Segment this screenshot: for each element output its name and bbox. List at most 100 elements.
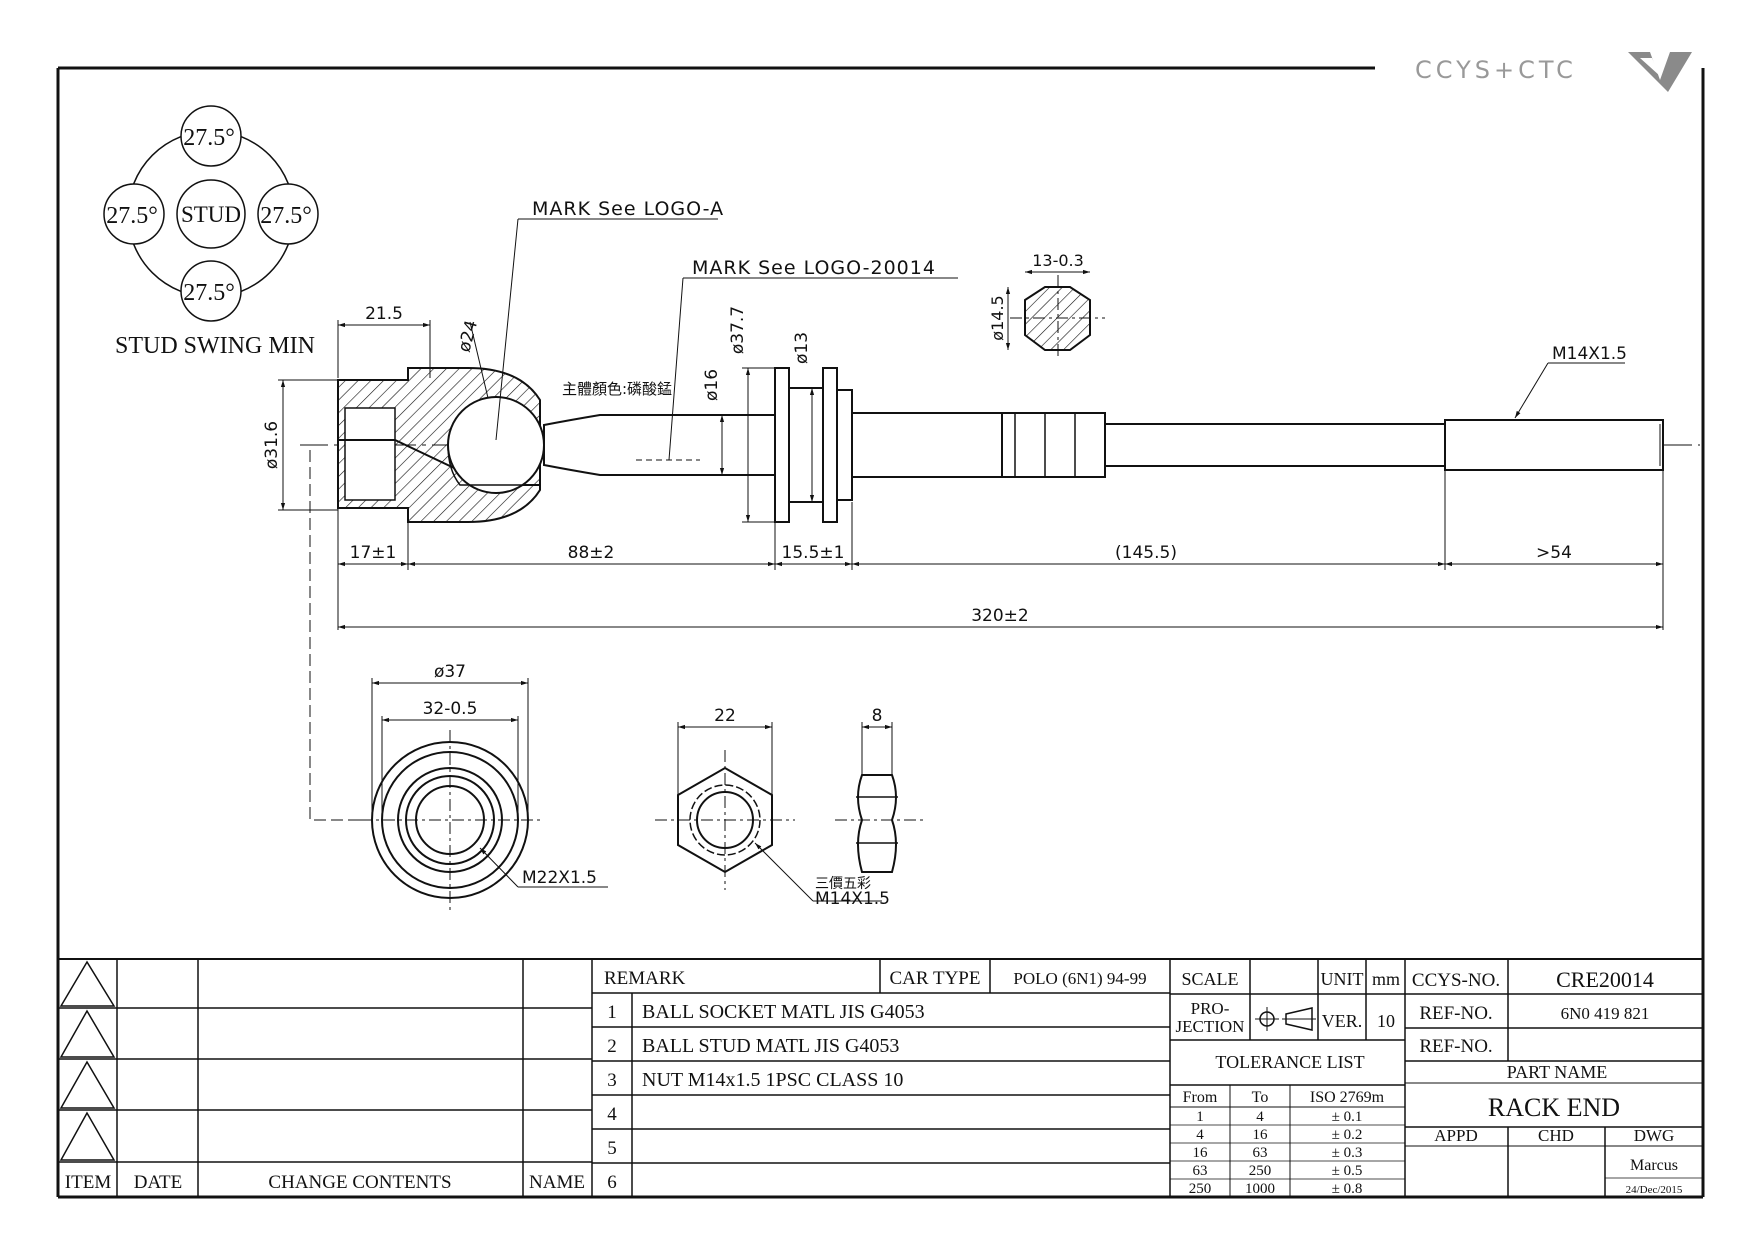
tolerance-header-std: ISO 2769m (1310, 1089, 1385, 1106)
part-name-label: PART NAME (1507, 1062, 1607, 1082)
dim-seg-4: (145.5) (1115, 543, 1177, 563)
tolerance-value: ± 0.5 (1332, 1163, 1363, 1179)
projection-label-1: PRO- (1191, 999, 1230, 1018)
ball-stud-ball (447, 396, 545, 494)
appd-label: APPD (1434, 1126, 1477, 1145)
dim-socket-dia: ø31.6 (262, 421, 282, 469)
nut-side-view: 8 (835, 706, 925, 873)
dim-seg-3: 15.5±1 (782, 543, 845, 563)
revision-triangle-icon (59, 1111, 116, 1161)
callout-thread-right: M14X1.5 (1552, 344, 1627, 364)
ver-label: VER. (1322, 1011, 1363, 1031)
threaded-end (1444, 419, 1664, 471)
dim-nut-width: 22 (714, 706, 736, 726)
projection-label-2: JECTION (1176, 1017, 1245, 1036)
remark-no: 2 (607, 1036, 617, 1057)
tolerance-to: 16 (1253, 1127, 1269, 1143)
hex-section-view: 13-0.3 ø14.5 (988, 251, 1105, 360)
remark-text: BALL STUD MATL JIS G4053 (642, 1035, 899, 1057)
nut-flange-right (822, 367, 838, 523)
stud-swing-diagram: 27.5° 27.5° 27.5° 27.5° STUD STUD SWING … (103, 105, 319, 359)
dim-end-inner-dia: 32-0.5 (423, 699, 478, 719)
callout-nut-marking: 三價五彩 (815, 875, 871, 892)
tolerance-header-to: To (1252, 1089, 1269, 1106)
dim-nut-thickness: 8 (872, 706, 883, 726)
ref-no-value: 6N0 419 821 (1561, 1004, 1650, 1023)
tolerance-to: 250 (1249, 1163, 1272, 1179)
dim-hex-width: 13-0.3 (1032, 251, 1084, 270)
car-type-value: POLO (6N1) 94-99 (1013, 969, 1146, 988)
ref-no-2-label: REF-NO. (1419, 1036, 1492, 1057)
swing-angle-left: 27.5° (106, 203, 158, 229)
dim-ball-dia: ø24 (455, 318, 483, 354)
unit-label: UNIT (1321, 969, 1364, 989)
swing-angle-bottom: 27.5° (183, 280, 235, 306)
dwg-by: Marcus (1630, 1157, 1678, 1174)
tolerance-to: 1000 (1245, 1181, 1275, 1197)
tolerance-header-from: From (1183, 1089, 1218, 1106)
stud-swing-caption: STUD SWING MIN (115, 333, 315, 359)
dim-collar-dia: ø37.7 (728, 306, 748, 354)
header-date: DATE (134, 1172, 183, 1193)
dim-seg-5: >54 (1536, 543, 1572, 563)
spec-block: SCALE UNIT mm PRO- JECTION VER. 10 TOLER… (1170, 959, 1406, 1197)
rack-shaft (851, 412, 1003, 478)
callout-body-color: 主體顏色:磷酸錳 (562, 380, 672, 398)
tolerance-to: 63 (1253, 1145, 1268, 1161)
tolerance-to: 4 (1256, 1109, 1264, 1125)
remark-label: REMARK (604, 968, 686, 989)
tolerance-title: TOLERANCE LIST (1215, 1052, 1364, 1072)
swing-center-label: STUD (181, 202, 241, 227)
ref-no-label: REF-NO. (1419, 1003, 1492, 1024)
brand-mark-icon (1628, 52, 1692, 92)
dim-socket-length: 21.5 (365, 304, 403, 324)
header-change-contents: CHANGE CONTENTS (268, 1172, 451, 1193)
ccys-no-value: CRE20014 (1556, 967, 1654, 992)
unit-value: mm (1372, 969, 1400, 989)
remarks-table: REMARK CAR TYPE POLO (6N1) 94-99 1 BALL … (592, 959, 1171, 1197)
tolerance-from: 1 (1196, 1109, 1204, 1125)
header-name: NAME (529, 1172, 585, 1193)
callout-mark-logo-20014: MARK See LOGO-20014 (692, 257, 936, 279)
remark-no: 6 (607, 1172, 617, 1193)
ver-value: 10 (1377, 1011, 1395, 1031)
swing-angle-top: 27.5° (183, 125, 235, 151)
revision-triangle-icon (59, 960, 116, 1007)
callout-socket-thread: M22X1.5 (522, 868, 597, 888)
tolerance-value: ± 0.1 (1332, 1109, 1363, 1125)
revision-table: ITEM DATE CHANGE CONTENTS NAME (58, 959, 593, 1197)
ccys-no-label: CCYS-NO. (1412, 970, 1500, 991)
tolerance-from: 63 (1193, 1163, 1208, 1179)
remark-no: 5 (607, 1138, 617, 1159)
tolerance-from: 16 (1193, 1145, 1209, 1161)
scale-label: SCALE (1181, 969, 1238, 989)
tolerance-from: 4 (1196, 1127, 1204, 1143)
tolerance-value: ± 0.2 (1332, 1127, 1363, 1143)
swing-angle-right: 27.5° (260, 203, 312, 229)
revision-triangle-icon (59, 1009, 116, 1058)
tolerance-value: ± 0.8 (1332, 1181, 1363, 1197)
tolerance-from: 250 (1189, 1181, 1212, 1197)
car-type-label: CAR TYPE (890, 968, 981, 989)
remark-text: BALL SOCKET MATL JIS G4053 (642, 1001, 925, 1023)
remark-no: 1 (607, 1002, 617, 1023)
brand-logo: CCYS+CTC (1415, 52, 1692, 92)
part-name-value: RACK END (1488, 1093, 1620, 1122)
nut-hex-body (788, 387, 824, 503)
dwg-date: 24/Dec/2015 (1626, 1184, 1683, 1196)
remark-no: 3 (607, 1070, 617, 1091)
dwg-label: DWG (1634, 1126, 1675, 1145)
nut-front-view: 22 三價五彩 M14X1.5 (655, 706, 890, 909)
brand-logo-text: CCYS+CTC (1415, 56, 1577, 84)
dim-seg-2: 88±2 (568, 543, 615, 563)
dim-end-outer-dia: ø37 (434, 662, 466, 682)
chd-label: CHD (1538, 1126, 1574, 1145)
callout-nut-thread: M14X1.5 (815, 889, 890, 909)
header-item: ITEM (65, 1172, 112, 1193)
title-block: CCYS-NO. CRE20014 REF-NO. 6N0 419 821 RE… (1405, 959, 1703, 1197)
nut-flange-left (774, 367, 790, 523)
tolerance-value: ± 0.3 (1332, 1145, 1363, 1161)
dim-overall: 320±2 (971, 606, 1029, 626)
projection-symbol-icon (1255, 1007, 1316, 1031)
